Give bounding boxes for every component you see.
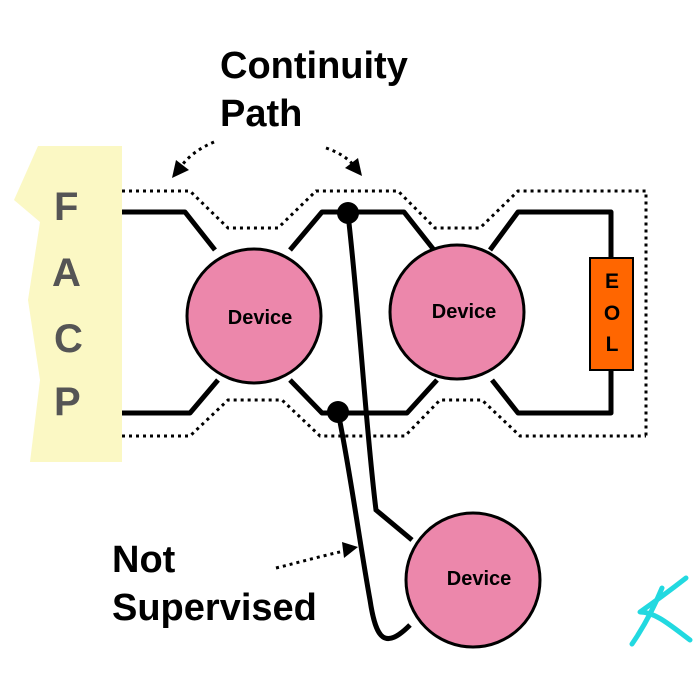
facp-letter-p: P	[54, 380, 81, 424]
continuity-arrow-left	[178, 140, 215, 169]
branch-wire-bottom	[335, 411, 412, 642]
not-supervised-arrowhead	[342, 542, 358, 558]
eol-letter-l: L	[606, 333, 619, 356]
device-2-circle	[388, 243, 526, 381]
branch-wire-top	[345, 213, 414, 542]
continuity-arrow-right	[325, 146, 356, 167]
not-supervised-label-line2: Supervised	[112, 587, 317, 629]
device-3-label: Device	[447, 568, 512, 590]
device-1-label: Device	[228, 307, 293, 329]
continuity-path-bottom	[122, 398, 646, 438]
not-supervised-label-line1: Not	[112, 539, 176, 581]
continuity-arrowhead-left	[172, 160, 189, 178]
continuity-label-line1: Continuity	[220, 45, 408, 87]
signature-mark	[629, 575, 693, 647]
continuity-arrowhead-right	[345, 158, 362, 176]
facp-panel	[14, 146, 122, 462]
circuit-wire-top	[122, 209, 614, 258]
facp-letter-f: F	[54, 185, 78, 229]
device-3-circle	[404, 511, 542, 649]
facp-letter-c: C	[54, 317, 83, 361]
junction-dot-bottom	[327, 401, 349, 423]
device-2-label: Device	[432, 301, 497, 323]
facp-letter-a: A	[52, 251, 81, 295]
not-supervised-arrow	[275, 549, 345, 570]
continuity-path-top	[122, 189, 648, 436]
continuity-label-line2: Path	[220, 93, 302, 135]
eol-resistor	[589, 257, 634, 371]
junction-dot-top	[337, 202, 359, 224]
device-1-circle	[185, 247, 323, 385]
eol-letter-e: E	[605, 270, 619, 293]
eol-letter-o: O	[604, 302, 620, 325]
